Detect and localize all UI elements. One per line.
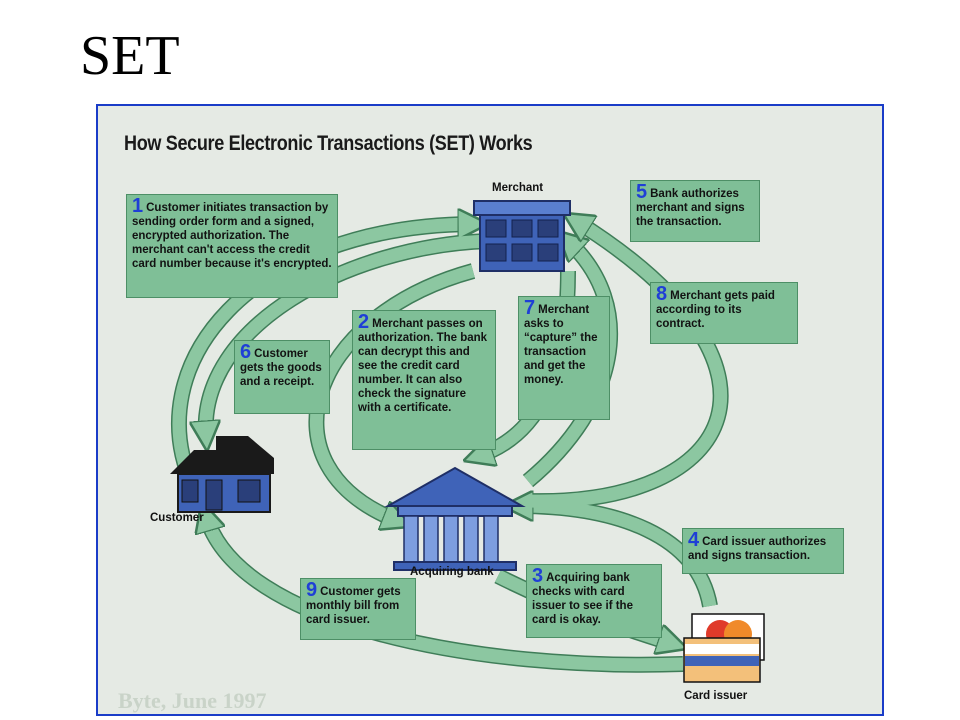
step-number: 9	[306, 579, 318, 601]
step-number: 7	[524, 297, 536, 319]
step-number: 8	[656, 283, 668, 305]
step-number: 2	[358, 311, 370, 333]
customer-house-icon	[170, 436, 274, 513]
set-diagram: How Secure Electronic Transactions (SET)…	[96, 104, 884, 716]
step-text: Merchant asks to “capture” the transacti…	[524, 304, 598, 386]
step-text: Card issuer authorizes and signs transac…	[688, 536, 827, 562]
merchant-building-icon	[473, 200, 571, 272]
step-text: Merchant gets paid according to its cont…	[656, 290, 775, 330]
step-text: Merchant passes on authorization. The ba…	[358, 318, 488, 414]
step-number: 1	[132, 195, 144, 217]
acquiring-bank-icon	[384, 466, 526, 571]
step-number: 6	[240, 341, 252, 363]
step-text: Bank authorizes merchant and signs the t…	[636, 188, 745, 228]
slide-title: SET	[80, 25, 180, 87]
source-credit: Byte, June 1997	[118, 688, 267, 713]
diagram-title: How Secure Electronic Transactions (SET)…	[124, 132, 533, 155]
step-number: 5	[636, 181, 648, 203]
card-issuer-cards-icon	[683, 613, 765, 683]
step-text: Customer gets monthly bill from card iss…	[306, 586, 401, 626]
merchant-label: Merchant	[492, 182, 544, 194]
card-issuer-label: Card issuer	[684, 690, 748, 702]
acquiring-bank-label: Acquiring bank	[410, 566, 494, 578]
step-number: 3	[532, 565, 544, 587]
customer-label: Customer	[150, 512, 204, 524]
step-text: Customer gets the goods and a receipt.	[240, 348, 322, 388]
step-text: Customer initiates transaction by sendin…	[132, 202, 332, 270]
step-number: 4	[688, 529, 700, 551]
step-text: Acquiring bank checks with card issuer t…	[532, 572, 633, 626]
